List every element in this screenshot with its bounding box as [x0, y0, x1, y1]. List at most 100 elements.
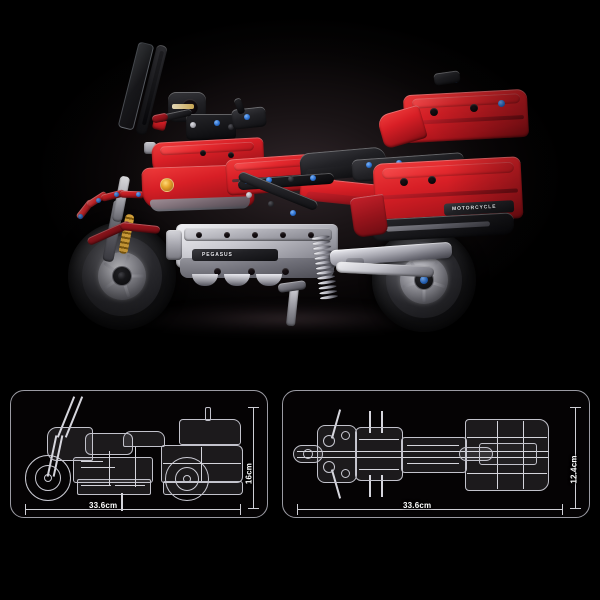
height-dimension-cap — [570, 407, 581, 408]
wf-mirror-stalk — [381, 475, 383, 497]
width-dimension-cap — [25, 504, 26, 515]
width-dimension-label: 33.6cm — [403, 501, 432, 510]
fairing-hole — [200, 150, 206, 156]
fairing-emblem — [160, 178, 174, 192]
wf-top-detail — [359, 439, 399, 440]
rear-side-skirt — [349, 193, 389, 239]
wf-top-rear-wheel — [459, 447, 493, 461]
headstock-pin — [190, 122, 196, 128]
dash-trim — [172, 104, 194, 109]
wf-centerline — [297, 457, 549, 458]
wf-top-rear-seam — [467, 473, 547, 474]
wf-detail — [81, 485, 111, 486]
wf-top-rear-seam — [523, 421, 524, 489]
wf-top-rear-seam — [497, 421, 498, 489]
wf-rear-bumper — [163, 481, 243, 495]
saddlebag-hole — [428, 176, 436, 184]
height-dimension-cap — [248, 508, 259, 509]
wf-top-detail — [323, 461, 335, 473]
width-dimension-line — [297, 509, 563, 510]
wf-top-mid-body — [401, 437, 467, 473]
engine-cover-badge: PEGASUS — [202, 252, 233, 258]
width-dimension-cap — [297, 504, 298, 515]
beam-pin — [290, 210, 296, 216]
wf-top-trunk-lid — [479, 443, 537, 465]
wf-saddlebag-seam — [163, 463, 241, 464]
headstock-pin — [214, 120, 220, 126]
wf-top-detail — [341, 469, 350, 478]
wf-saddlebag-seam — [201, 447, 202, 481]
engine-hole — [282, 268, 289, 275]
motorcycle-model: PEGASUS — [68, 41, 530, 332]
hero-photo: PEGASUS — [0, 0, 600, 380]
fender-pin — [78, 214, 83, 219]
wf-kickstand — [121, 493, 123, 511]
wf-lower-cover — [77, 479, 151, 495]
engine-hole — [252, 232, 258, 238]
height-dimension-line — [575, 407, 576, 509]
wf-saddlebag — [161, 445, 243, 483]
top-view-drawing: 33.6cm 12.4cm — [283, 391, 589, 517]
kickstand — [285, 285, 300, 327]
width-dimension-cap — [562, 504, 563, 515]
height-dimension-cap — [570, 508, 581, 509]
wf-seat — [123, 431, 165, 447]
wf-detail — [81, 461, 103, 462]
width-dimension-line — [25, 509, 241, 510]
wf-top-fairing — [355, 427, 403, 481]
wf-detail — [109, 451, 110, 485]
exhaust-header — [192, 274, 218, 286]
wf-top-trunk — [179, 419, 241, 445]
engine-hole — [224, 232, 230, 238]
side-view-dimension-panel: 33.6cm 16cm — [10, 390, 268, 518]
wf-top-detail — [407, 445, 459, 446]
saddlebag-hole — [400, 178, 408, 186]
beam-pin — [246, 192, 252, 198]
fender-pin — [136, 192, 141, 197]
beam-pin — [288, 176, 294, 182]
fairing-lower-trim — [149, 196, 251, 212]
beam-pin — [310, 175, 316, 181]
width-dimension-label: 33.6cm — [89, 501, 118, 510]
wf-top-front-cluster — [317, 425, 357, 483]
beam-pin — [268, 201, 274, 207]
fender-pin — [96, 198, 101, 203]
trunk-hole — [470, 104, 478, 112]
control-pod-pin — [244, 114, 250, 120]
wf-detail — [81, 467, 115, 468]
front-axle-pin — [118, 272, 126, 280]
wf-detail — [135, 447, 136, 487]
height-dimension-label: 12.4cm — [569, 455, 579, 484]
width-dimension-cap — [240, 504, 241, 515]
engine-hole — [280, 232, 286, 238]
side-view-drawing: 33.6cm 16cm — [11, 391, 267, 517]
height-dimension-cap — [248, 407, 259, 408]
dimension-panels: 33.6cm 16cm — [0, 382, 600, 542]
backrest-plate — [376, 104, 428, 150]
engine-hole — [196, 232, 202, 238]
wf-detail — [115, 485, 145, 486]
cylinder-head — [166, 230, 182, 260]
fender-pin — [114, 192, 119, 197]
wf-top-detail — [341, 431, 350, 440]
wf-top-detail — [323, 435, 335, 447]
wf-mirror-stalk — [381, 411, 383, 433]
wf-top-front-hub — [303, 449, 313, 459]
wf-mirror-stalk — [369, 475, 371, 497]
wf-top-detail — [359, 469, 399, 470]
trunk-hole — [430, 108, 438, 116]
wf-rear-rim — [175, 467, 199, 491]
top-view-dimension-panel: 33.6cm 12.4cm — [282, 390, 590, 518]
fairing-hole — [228, 152, 234, 158]
wf-centerline — [297, 451, 549, 452]
exhaust-header — [224, 274, 250, 286]
wf-mirror-stalk — [369, 411, 371, 433]
subframe-pin — [366, 162, 372, 168]
trunk-antenna-mount — [433, 70, 461, 86]
height-dimension-label: 16cm — [244, 462, 254, 485]
height-dimension-line — [253, 407, 254, 509]
footpeg — [277, 280, 307, 293]
trunk-pin — [498, 100, 505, 107]
wf-top-rear-seam — [467, 437, 547, 438]
